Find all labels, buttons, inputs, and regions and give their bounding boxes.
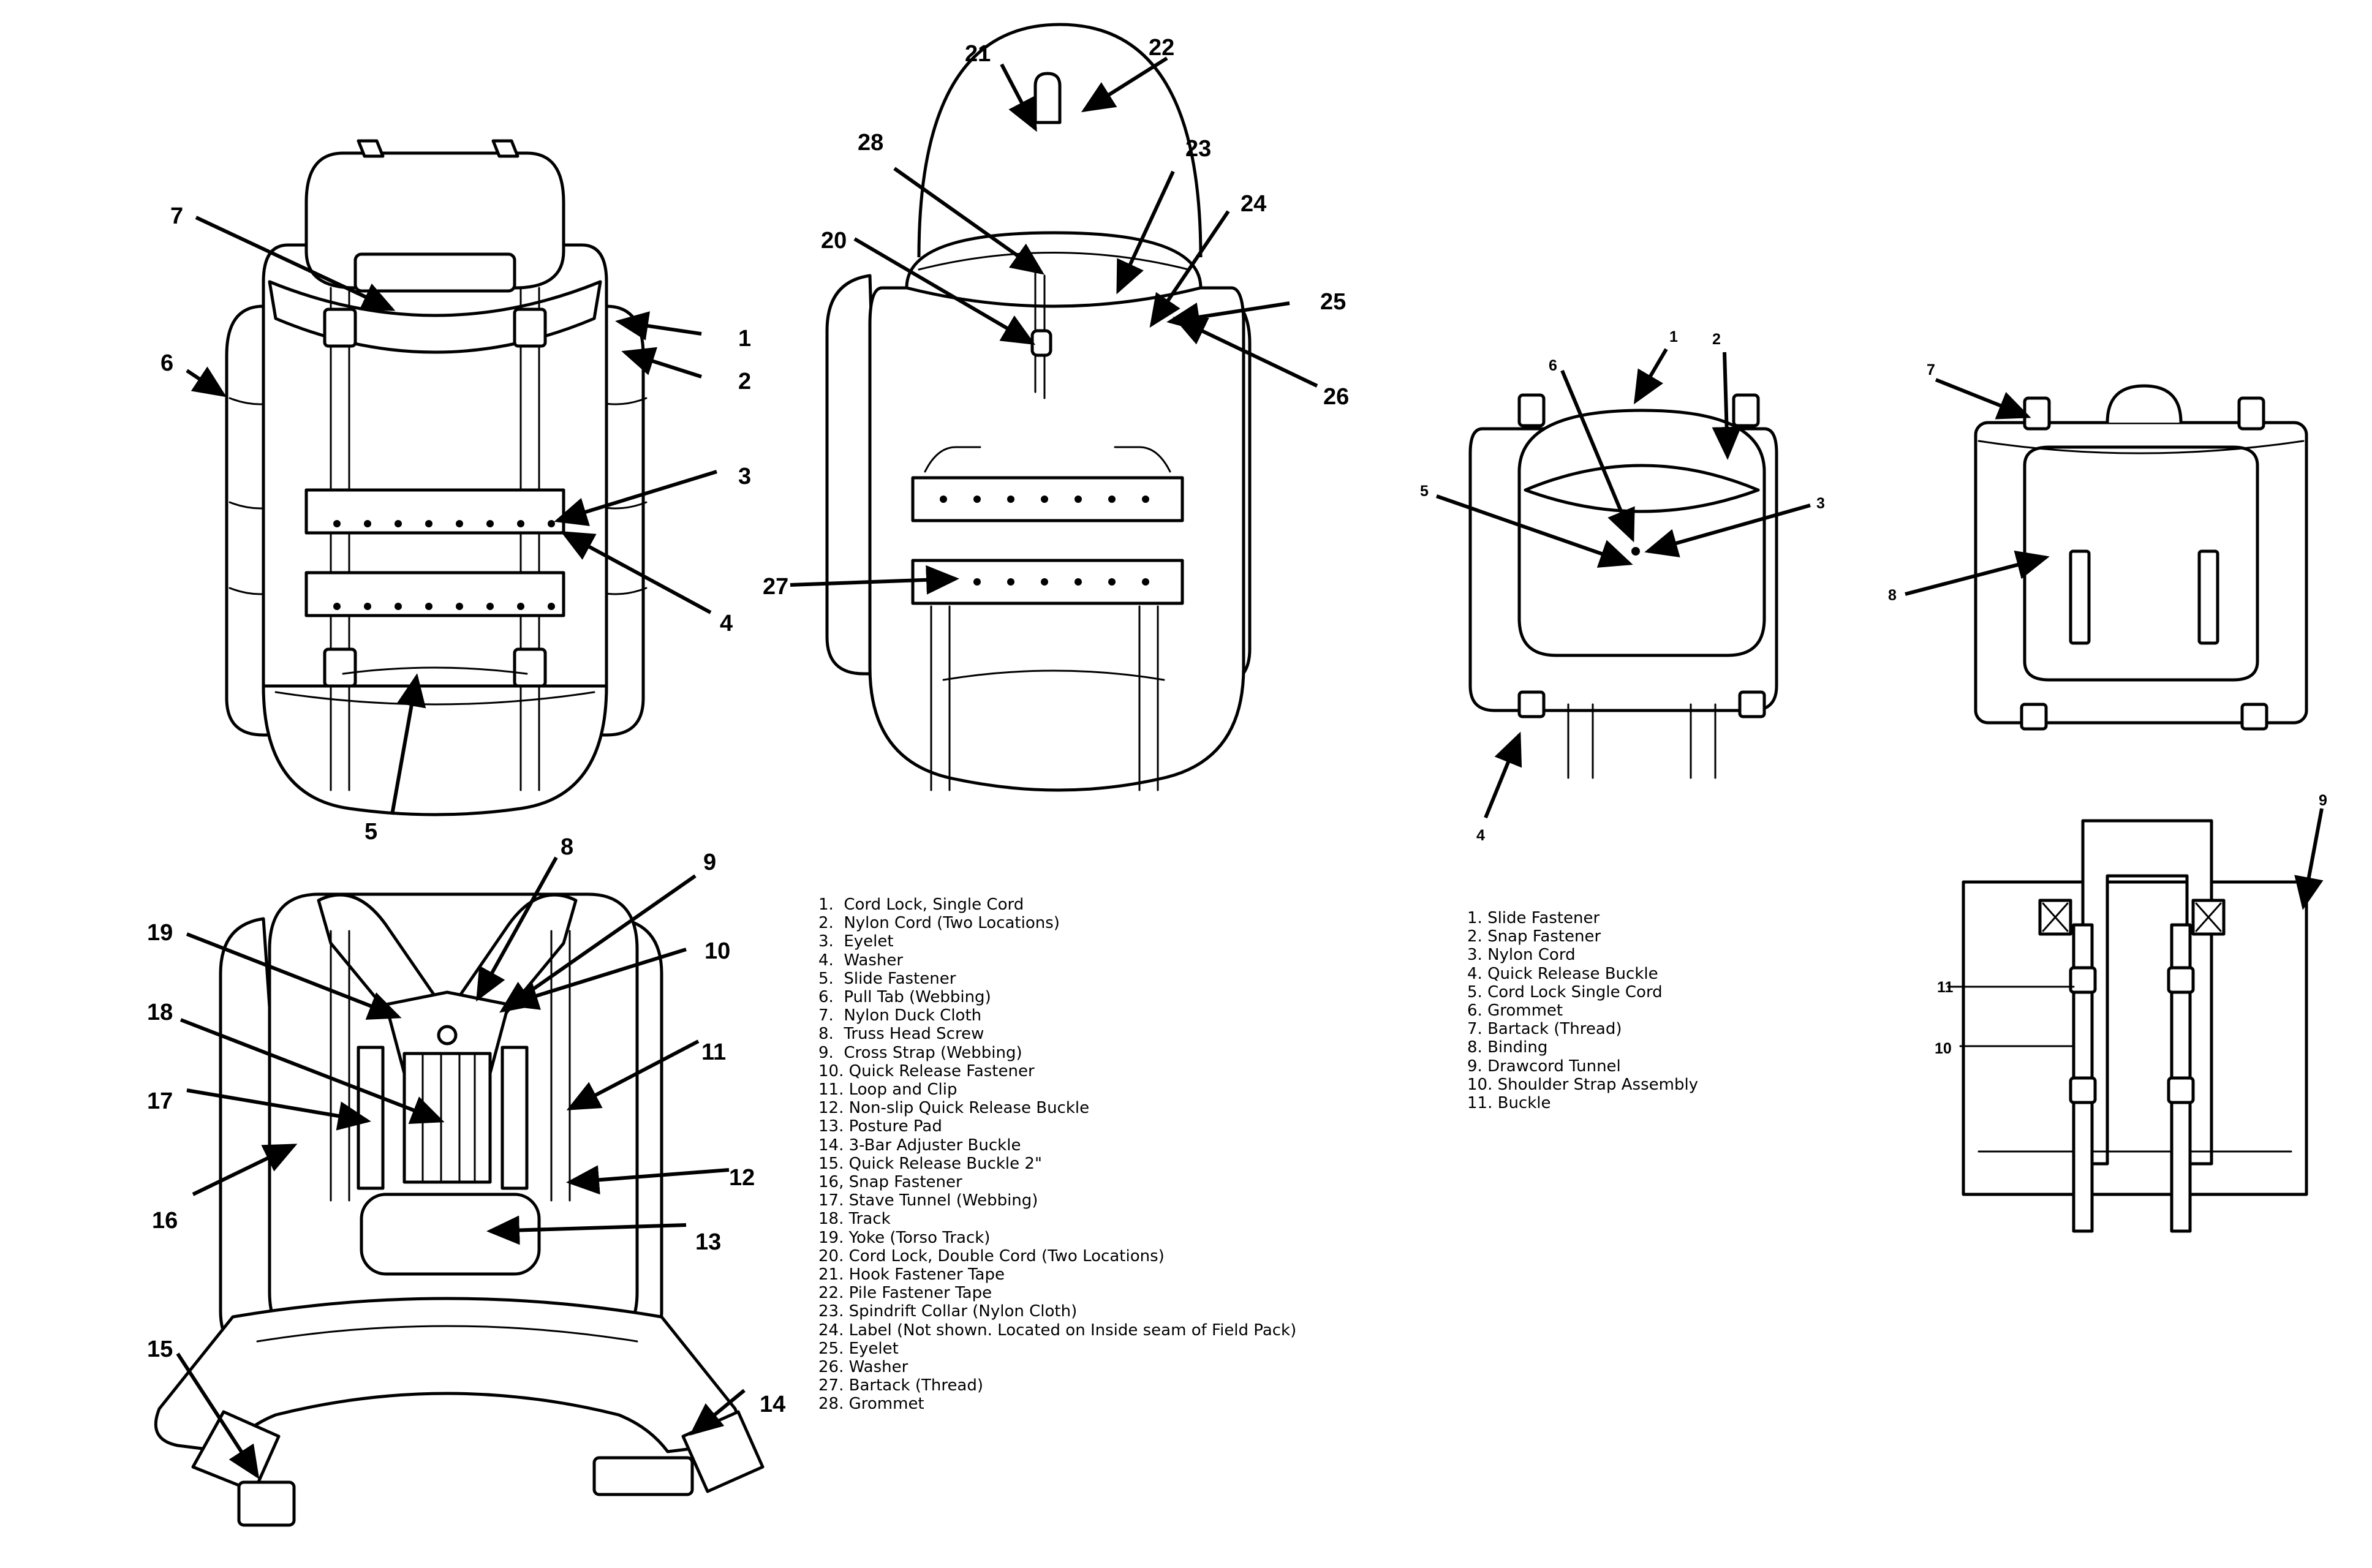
legend-item: 15. Quick Release Buckle 2" <box>818 1154 1042 1173</box>
legend-item: 4. Quick Release Buckle <box>1467 964 1658 983</box>
callout-back-18: 18 <box>147 1000 173 1025</box>
legend-item: 1. Slide Fastener <box>1467 909 1600 927</box>
legend-item: 10. Shoulder Strap Assembly <box>1467 1075 1699 1094</box>
callout-back-15: 15 <box>147 1336 173 1362</box>
callout-sub-front-3: 3 <box>1816 495 1825 512</box>
callout-front-2: 2 <box>738 369 751 394</box>
legend-item: 25. Eyelet <box>818 1339 899 1358</box>
callout-sub-front-1: 1 <box>1669 328 1678 345</box>
legend-item: 16, Snap Fastener <box>818 1173 962 1192</box>
callout-sub-front-5: 5 <box>1420 483 1429 500</box>
callout-top-24: 24 <box>1241 191 1266 217</box>
top-open-view-leaders <box>790 56 1318 595</box>
callout-back-19: 19 <box>147 920 173 946</box>
legend-item: 23. Spindrift Collar (Nylon Cloth) <box>818 1302 1078 1321</box>
sub-pack-rear-view <box>1974 384 2308 731</box>
legend-item: 7. Nylon Duck Cloth <box>818 1006 982 1025</box>
callout-front-3: 3 <box>738 464 751 489</box>
legend-item: 2. Snap Fastener <box>1467 927 1601 946</box>
callout-back-8: 8 <box>561 834 573 860</box>
sub-pack-parts-legend: 1. Slide Fastener 2. Snap Fastener 3. Ny… <box>1467 909 1698 1112</box>
callout-back-16: 16 <box>152 1208 178 1234</box>
back-view-pack <box>154 892 765 1527</box>
legend-item: 4. Washer <box>818 951 904 970</box>
sub-pack-back-view <box>1962 819 2308 1233</box>
legend-item: 6. Grommet <box>1467 1001 1563 1020</box>
sub-pack-rear-leaders <box>1905 378 2050 596</box>
legend-item: 12. Non-slip Quick Release Buckle <box>818 1099 1090 1118</box>
callout-sub-back-9: 9 <box>2319 792 2327 809</box>
legend-item: 14. 3-Bar Adjuster Buckle <box>818 1136 1021 1155</box>
front-view-callouts: 1 2 3 4 5 6 7 <box>161 203 751 845</box>
back-view-leaders <box>176 856 746 1480</box>
legend-item: 6. Pull Tab (Webbing) <box>818 988 991 1007</box>
callout-sub-front-4: 4 <box>1476 827 1485 844</box>
legend-item: 28. Grommet <box>818 1395 924 1414</box>
callout-top-28: 28 <box>858 130 883 156</box>
legend-item: 11. Buckle <box>1467 1094 1551 1113</box>
callout-top-21: 21 <box>965 41 991 67</box>
sub-pack-front-view <box>1468 393 1778 779</box>
main-parts-legend: 1. Cord Lock, Single Cord 2. Nylon Cord … <box>818 895 1296 1414</box>
legend-item: 11. Loop and Clip <box>818 1080 957 1099</box>
callout-back-11: 11 <box>701 1039 726 1065</box>
callout-sub-rear-7: 7 <box>1927 361 1935 379</box>
callout-back-12: 12 <box>729 1165 755 1191</box>
callout-top-22: 22 <box>1149 35 1174 61</box>
front-view-leaders <box>186 216 717 815</box>
callout-sub-back-11: 11 <box>1937 979 1954 996</box>
sub-pack-rear-callouts: 7 8 <box>1888 361 1935 604</box>
callout-sub-front-2: 2 <box>1712 331 1721 348</box>
legend-item: 10. Quick Release Fastener <box>818 1061 1035 1080</box>
callout-top-23: 23 <box>1185 136 1211 162</box>
callout-top-20: 20 <box>821 228 847 254</box>
callout-sub-rear-8: 8 <box>1888 587 1897 604</box>
legend-item: 20. Cord Lock, Double Cord (Two Location… <box>818 1246 1165 1265</box>
sub-pack-back-callouts: 9 10 11 <box>1935 792 2327 1057</box>
legend-item: 13. Posture Pad <box>818 1117 942 1136</box>
legend-item: 3. Nylon Cord <box>1467 946 1576 965</box>
callout-back-13: 13 <box>695 1229 721 1255</box>
legend-item: 1. Cord Lock, Single Cord <box>818 895 1024 914</box>
legend-item: 9. Cross Strap (Webbing) <box>818 1043 1022 1062</box>
callout-sub-back-10: 10 <box>1935 1040 1952 1057</box>
callout-back-10: 10 <box>704 938 730 964</box>
callout-back-14: 14 <box>760 1392 785 1417</box>
legend-item: 26. Washer <box>818 1358 908 1377</box>
legend-item: 7. Bartack (Thread) <box>1467 1020 1622 1039</box>
back-view-callouts: 8 9 10 11 12 13 14 15 16 17 18 19 <box>147 834 785 1417</box>
callout-front-6: 6 <box>161 350 173 376</box>
sub-pack-back-leaders <box>1947 808 2324 1047</box>
legend-item: 5. Cord Lock Single Cord <box>1467 982 1663 1001</box>
legend-item: 3. Eyelet <box>818 932 894 951</box>
callout-front-5: 5 <box>364 819 377 845</box>
legend-item: 17. Stave Tunnel (Webbing) <box>818 1191 1038 1210</box>
sub-pack-front-callouts: 1 2 3 4 5 6 <box>1420 328 1825 844</box>
sub-pack-front-leaders <box>1436 348 1811 819</box>
callout-back-17: 17 <box>147 1088 173 1114</box>
legend-item: 21. Hook Fastener Tape <box>818 1265 1005 1284</box>
callout-back-9: 9 <box>703 850 716 875</box>
front-view-pack <box>225 139 648 816</box>
callout-front-1: 1 <box>738 326 751 352</box>
callout-top-27: 27 <box>763 574 788 600</box>
legend-item: 19. Yoke (Torso Track) <box>818 1228 991 1247</box>
legend-item: 27. Bartack (Thread) <box>818 1376 984 1395</box>
legend-item: 9. Drawcord Tunnel <box>1467 1057 1621 1076</box>
callout-sub-front-6: 6 <box>1549 357 1557 374</box>
legend-item: 18. Track <box>818 1210 891 1229</box>
legend-item: 8. Truss Head Screw <box>818 1025 984 1044</box>
legend-item: 8. Binding <box>1467 1038 1548 1057</box>
callout-top-25: 25 <box>1320 289 1346 315</box>
legend-item: 24. Label (Not shown. Located on Inside … <box>818 1321 1297 1340</box>
legend-item: 5. Slide Fastener <box>818 969 956 988</box>
top-open-view-callouts: 20 21 22 23 24 25 26 27 28 <box>763 35 1349 600</box>
legend-item: 22. Pile Fastener Tape <box>818 1284 992 1303</box>
legend-item: 2. Nylon Cord (Two Locations) <box>818 914 1060 933</box>
callout-front-7: 7 <box>170 203 183 229</box>
callout-front-4: 4 <box>720 611 733 636</box>
callout-top-26: 26 <box>1323 384 1349 410</box>
